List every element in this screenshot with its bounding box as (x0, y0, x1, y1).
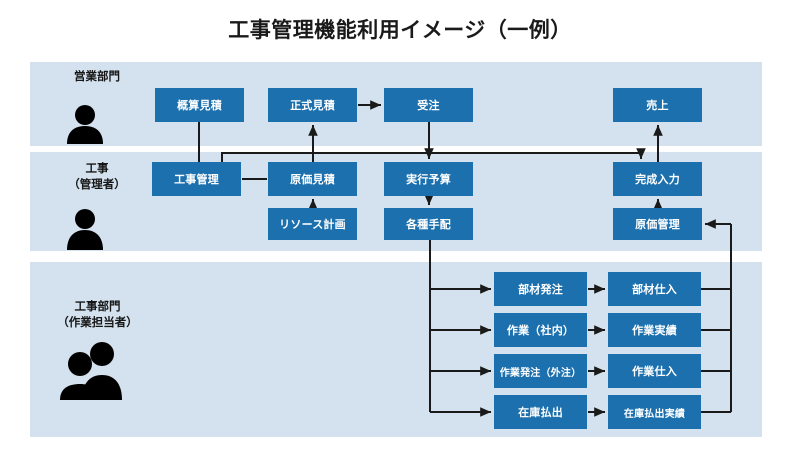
node-label: 受注 (417, 100, 440, 112)
node-label: 在庫払出実績 (623, 408, 686, 420)
band-label-sales: 営業部門 (42, 70, 152, 86)
node-label: 売上 (646, 100, 669, 112)
band-label-line2: （管理者） (68, 178, 126, 191)
node-juchu[interactable]: 受注 (384, 88, 473, 122)
band-label-construction-manager: 工事 （管理者） (42, 162, 152, 193)
single-person-icon-construction-manager (63, 208, 107, 250)
band-label-line1: 工事部門 (74, 301, 121, 313)
node-buzai-shiire[interactable]: 部材仕入 (608, 272, 701, 306)
node-label: 作業仕入 (632, 366, 677, 378)
node-label: 原価見積 (290, 174, 335, 186)
node-resource-keikaku[interactable]: リソース計画 (268, 208, 357, 240)
page-title: 工事管理機能利用イメージ（一例） (228, 19, 572, 42)
node-kakushu-tehai[interactable]: 各種手配 (384, 208, 473, 240)
node-sagyo-shiire[interactable]: 作業仕入 (608, 354, 701, 388)
node-label: 完成入力 (635, 174, 680, 186)
single-person-icon-sales (63, 104, 107, 144)
node-zaiko-haraidashi-jisseki[interactable]: 在庫払出実績 (608, 395, 701, 429)
node-label: 在庫払出 (518, 407, 563, 419)
band-label-construction-department: 工事部門 （作業担当者） (30, 300, 165, 331)
node-label: 作業（社内） (506, 325, 575, 337)
band-label-line1: 営業部門 (74, 71, 120, 83)
band-label-line2: （作業担当者） (57, 316, 138, 329)
node-zaiko-haraidashi[interactable]: 在庫払出 (494, 395, 587, 429)
node-label: 各種手配 (406, 219, 451, 231)
node-label: 作業発注（外注） (499, 367, 582, 379)
node-label: 実行予算 (406, 174, 451, 186)
node-label: リソース計画 (279, 219, 346, 231)
band-label-line1: 工事 (85, 163, 109, 175)
node-label: 作業実績 (632, 325, 677, 337)
node-gaisan-mitsumori[interactable]: 概算見積 (155, 88, 244, 122)
node-label: 部材仕入 (632, 284, 677, 296)
node-genka-kanri[interactable]: 原価管理 (613, 208, 702, 240)
node-label: 部材発注 (518, 284, 563, 296)
node-label: 原価管理 (635, 219, 680, 231)
node-label: 工事管理 (174, 174, 219, 186)
node-sagyo-jisseki[interactable]: 作業実績 (608, 313, 701, 347)
node-label: 概算見積 (177, 100, 222, 112)
group-person-icon-construction-department (56, 340, 128, 400)
node-buzai-hatchu[interactable]: 部材発注 (494, 272, 587, 306)
node-genka-mitsumori[interactable]: 原価見積 (268, 162, 357, 196)
node-jikko-yosan[interactable]: 実行予算 (384, 162, 473, 196)
node-koji-kanri[interactable]: 工事管理 (152, 162, 241, 196)
node-sagyo-shanai[interactable]: 作業（社内） (494, 313, 587, 347)
node-kansei-nyuryoku[interactable]: 完成入力 (613, 162, 702, 196)
node-uriage[interactable]: 売上 (613, 88, 702, 122)
node-sagyo-hatchu-gaichu[interactable]: 作業発注（外注） (494, 354, 587, 388)
node-seishiki-mitsumori[interactable]: 正式見積 (268, 88, 357, 122)
node-label: 正式見積 (290, 100, 335, 112)
